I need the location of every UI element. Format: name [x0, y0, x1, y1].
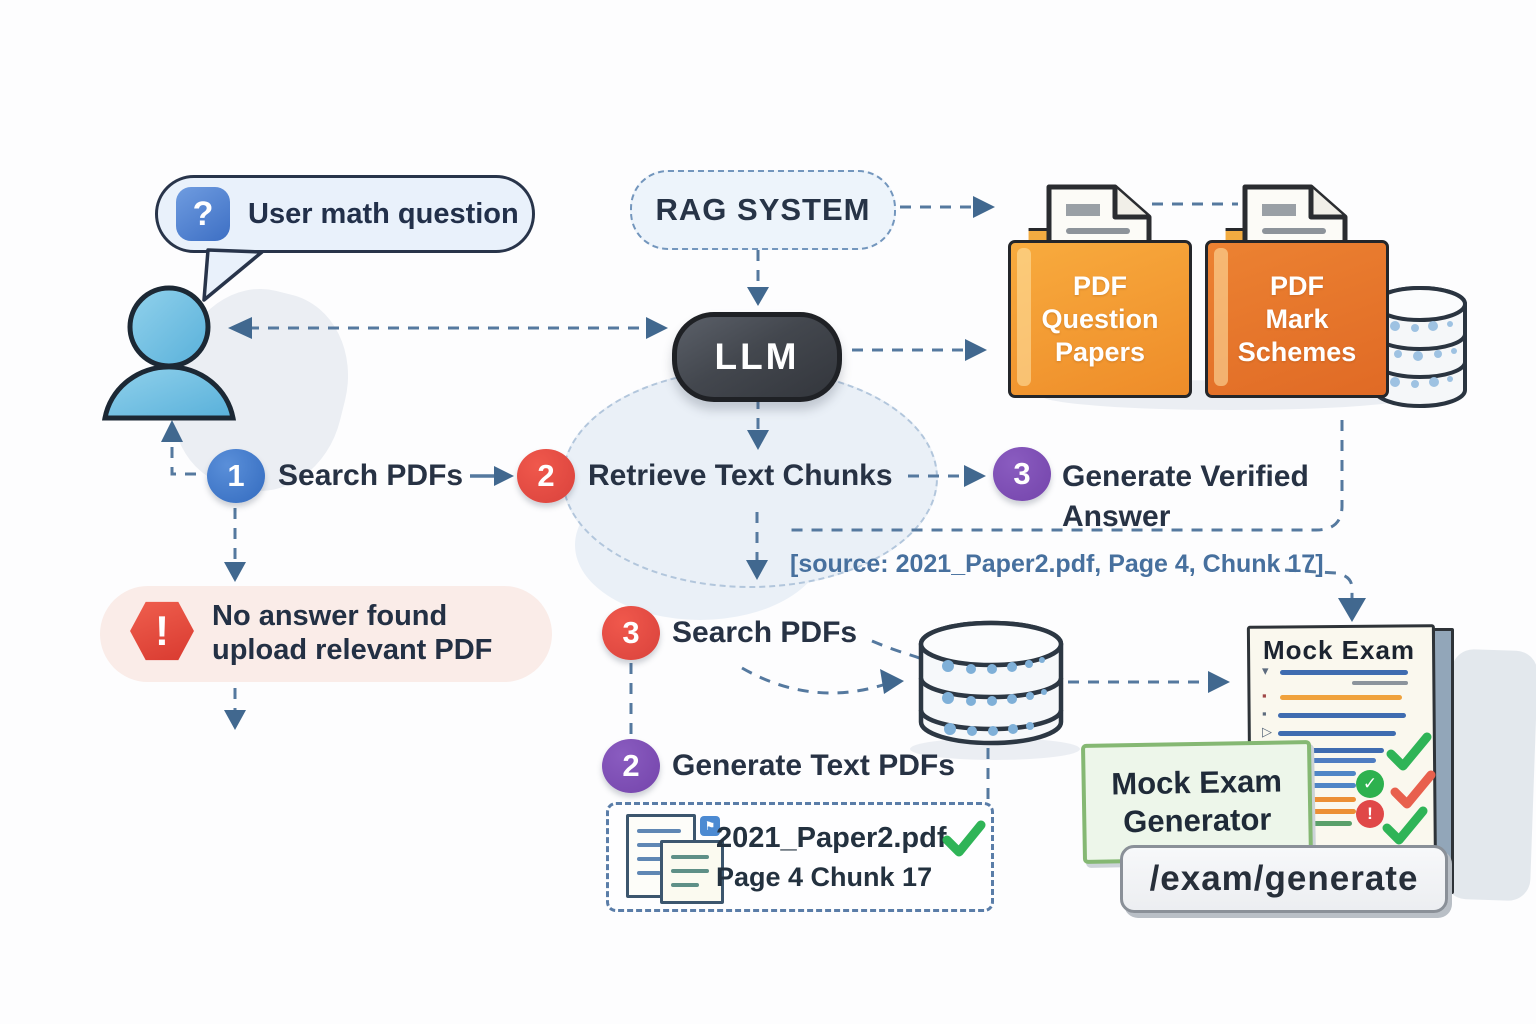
- bottom-step3-circle: 3: [602, 606, 660, 660]
- folder-question-papers: PDF Question Papers: [1008, 240, 1192, 398]
- bullet-square-icon: ▪: [1262, 706, 1267, 721]
- source-caption: [source: 2021_Paper2.pdf, Page 4, Chunk …: [790, 550, 1324, 578]
- bottom-step2-circle: 2: [602, 739, 660, 793]
- rag-system-box: RAG SYSTEM: [630, 170, 896, 250]
- exam-mini-line: [1312, 771, 1356, 776]
- exam-line: [1278, 731, 1396, 736]
- pdf-chunk-filename: 2021_Paper2.pdf: [716, 822, 947, 854]
- check-red-icon: [1390, 770, 1436, 809]
- exam-line: [1280, 670, 1408, 675]
- arrowheads: [161, 196, 1366, 730]
- pdf-chunk-pageinfo: Page 4 Chunk 17: [716, 862, 933, 892]
- question-icon: ?: [176, 187, 230, 241]
- fail-badge-icon: !: [1356, 800, 1384, 828]
- exam-line: [1352, 681, 1408, 685]
- folder-mark-schemes: PDF Mark Schemes: [1205, 240, 1389, 398]
- user-person-icon: [101, 285, 237, 421]
- alert-text: No answer found upload relevant PDF: [212, 600, 493, 666]
- alert-icon: !: [130, 601, 194, 661]
- bullet-outline-triangle-icon: ▷: [1262, 724, 1272, 739]
- step1-label: Search PDFs: [278, 459, 464, 492]
- exam-line: [1272, 748, 1384, 753]
- step2-label: Retrieve Text Chunks: [588, 459, 893, 492]
- step2-circle: 2: [517, 449, 575, 503]
- pdf-page-front-icon: [660, 840, 724, 904]
- step3-label: Generate Verified Answer: [1062, 460, 1309, 533]
- check-green-icon: [1386, 732, 1432, 771]
- pass-badge-icon: ✓: [1356, 770, 1384, 798]
- exam-mini-line: [1312, 809, 1356, 814]
- database-icon-bottom: [918, 620, 1064, 746]
- db2-shadow-blob: [910, 738, 1080, 760]
- folder1-label: PDF Question Papers: [1041, 270, 1159, 367]
- generator-label: Mock Exam Generator: [1111, 763, 1283, 840]
- exam-mini-line: [1312, 797, 1356, 802]
- bottom-step3-label: Search PDFs: [672, 616, 858, 649]
- user-question-text: User math question: [248, 197, 519, 230]
- check-green2-icon: [1382, 806, 1428, 845]
- llm-node: LLM: [672, 312, 842, 402]
- pdf-flag-icon: ⚑: [700, 816, 720, 836]
- exam-line: [1276, 758, 1376, 763]
- folder2-label: PDF Mark Schemes: [1237, 270, 1357, 367]
- exam-mini-line: [1312, 821, 1352, 826]
- step3-circle: 3: [993, 447, 1051, 501]
- exam-line: [1280, 695, 1402, 700]
- endpoint-pill: /exam/generate: [1120, 845, 1448, 913]
- database-icon-top: [1373, 286, 1467, 408]
- user-question-bubble: ? User math question: [155, 175, 535, 253]
- bubble-tail: [202, 248, 264, 302]
- exam-line: [1278, 713, 1406, 718]
- filename-check-icon: [942, 820, 986, 857]
- exam-mini-line: [1312, 783, 1356, 788]
- step1-circle: 1: [207, 449, 265, 503]
- bullet-dash-icon: ▪: [1262, 688, 1267, 703]
- bullet-triangle-icon: ▾: [1262, 663, 1269, 678]
- bottom-step2-label: Generate Text PDFs: [672, 749, 955, 782]
- mock-exam-title: Mock Exam: [1262, 635, 1416, 665]
